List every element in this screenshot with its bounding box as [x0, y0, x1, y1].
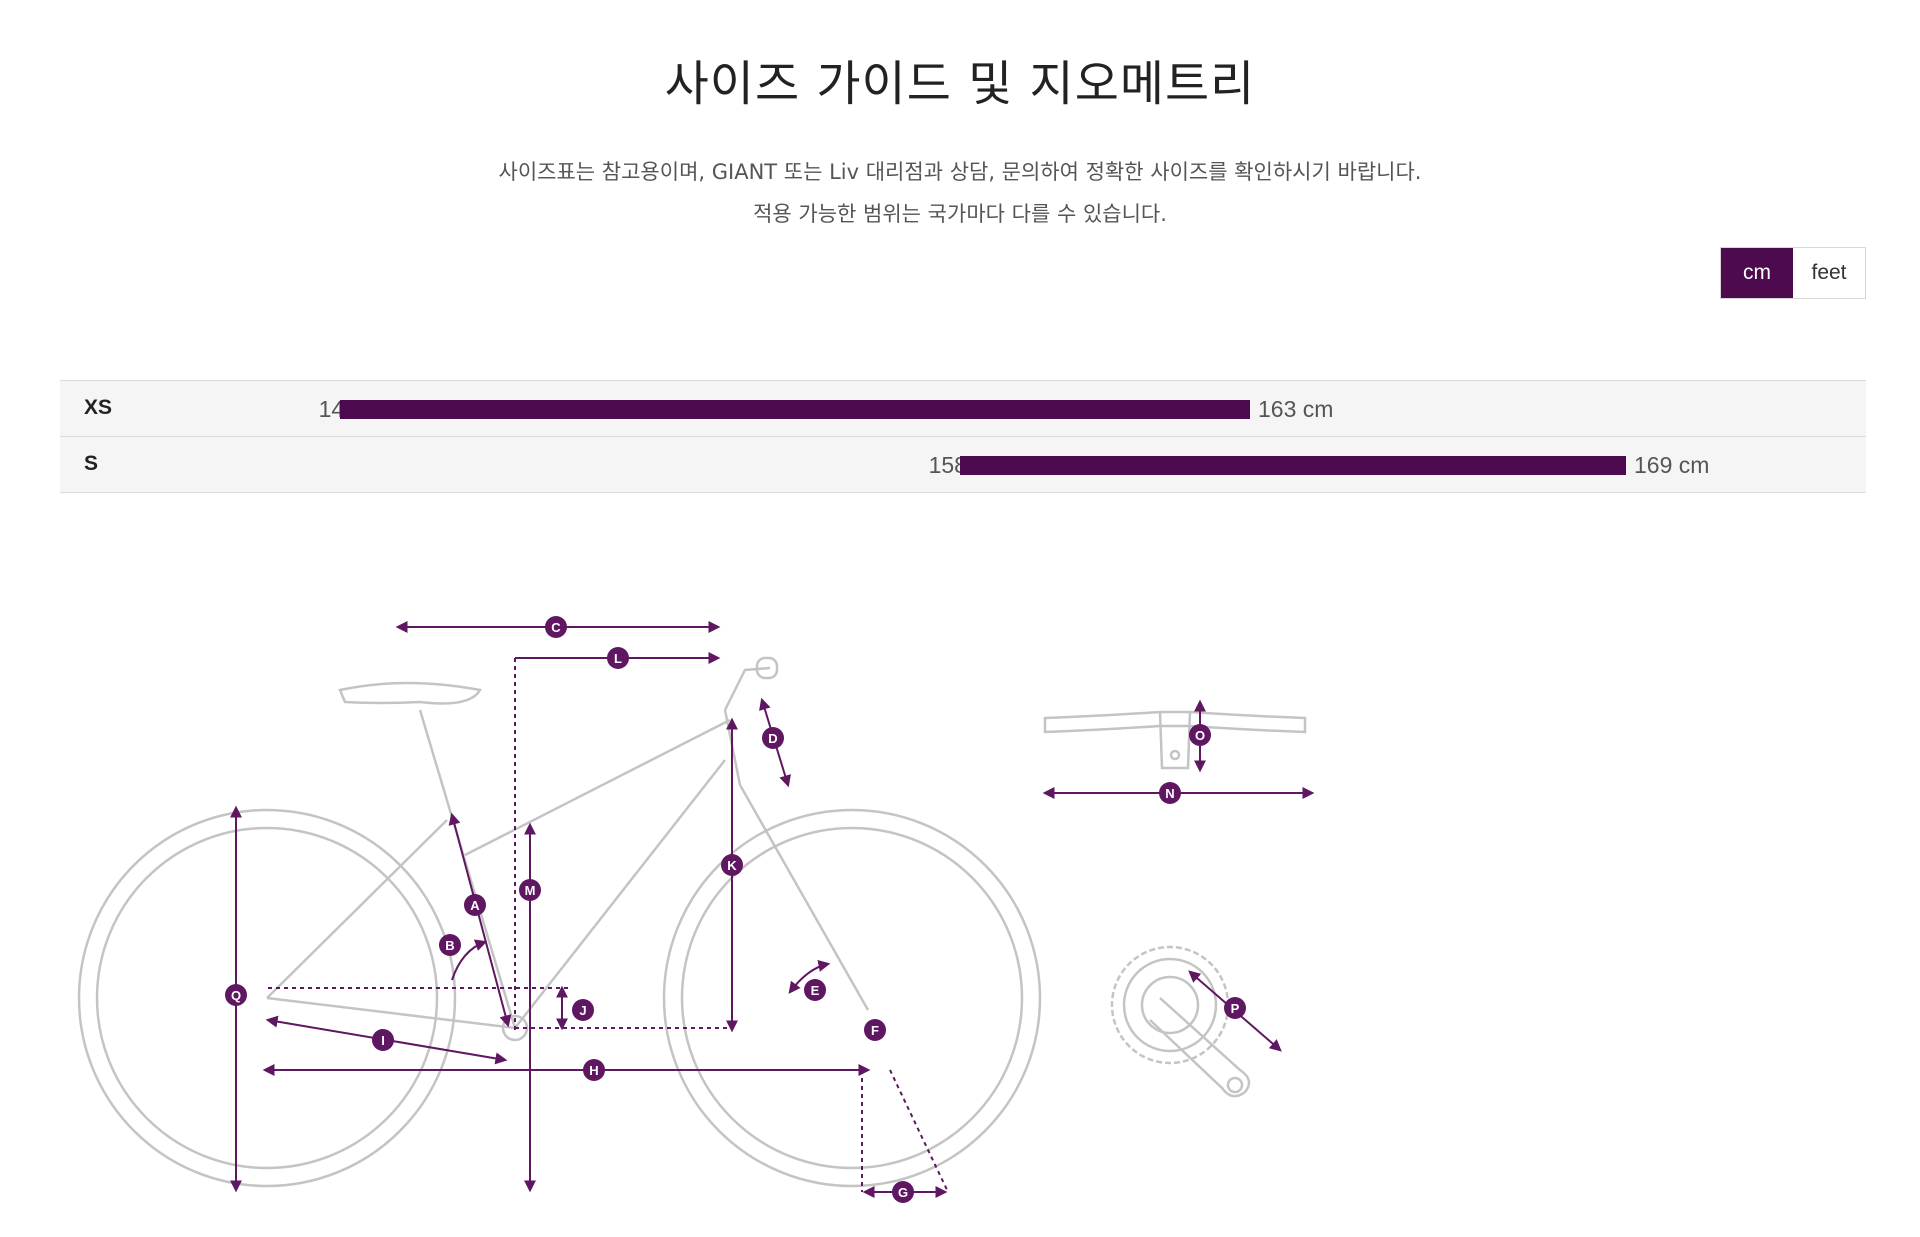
svg-text:Q: Q: [231, 988, 241, 1003]
marker-i: I: [372, 1029, 394, 1051]
description-line-1: 사이즈표는 참고용이며, GIANT 또는 Liv 대리점과 상담, 문의하여 …: [498, 160, 1422, 184]
size-chart: XS 148 cm 163 cm S 158 cm 169 cm: [60, 380, 1866, 493]
svg-text:O: O: [1195, 728, 1205, 743]
svg-text:N: N: [1165, 786, 1174, 801]
svg-text:B: B: [445, 938, 454, 953]
front-wheel: [662, 808, 1042, 1188]
marker-k: K: [721, 854, 743, 876]
marker-l: L: [607, 647, 629, 669]
dimension-lines: [230, 621, 949, 1198]
size-row-xs: XS 148 cm 163 cm: [60, 381, 1866, 437]
marker-m: M: [519, 879, 541, 901]
geometry-markers: C L D M K A B Q E J F I H G O N P: [225, 616, 1246, 1203]
description-line-2: 적용 가능한 범위는 국가마다 다를 수 있습니다.: [753, 202, 1167, 226]
svg-text:J: J: [579, 1003, 586, 1018]
marker-f: F: [864, 1019, 886, 1041]
range-bar: [960, 456, 1626, 475]
rear-wheel-rim: [95, 826, 439, 1170]
range-bar: [340, 400, 1250, 419]
marker-p: P: [1224, 997, 1246, 1019]
svg-text:M: M: [525, 883, 536, 898]
marker-d: D: [762, 727, 784, 749]
marker-g: G: [892, 1181, 914, 1203]
marker-e: E: [804, 979, 826, 1001]
svg-text:P: P: [1231, 1001, 1240, 1016]
svg-text:I: I: [381, 1033, 385, 1048]
marker-n: N: [1159, 782, 1181, 804]
svg-text:A: A: [470, 898, 480, 913]
svg-text:F: F: [871, 1023, 879, 1038]
unit-toggle: cm feet: [1720, 247, 1866, 299]
handlebar-top-view: [1043, 710, 1307, 770]
unit-cm-button[interactable]: cm: [1721, 248, 1793, 298]
range-max-label: 169 cm: [1634, 452, 1710, 478]
size-row-s: S 158 cm 169 cm: [60, 437, 1866, 493]
marker-q: Q: [225, 984, 247, 1006]
size-label: XS: [84, 396, 113, 419]
unit-feet-button[interactable]: feet: [1811, 261, 1847, 284]
svg-text:H: H: [589, 1063, 598, 1078]
handlebar-end: [755, 656, 779, 680]
marker-o: O: [1189, 724, 1211, 746]
seat: [338, 681, 482, 705]
chainstay: [266, 996, 516, 1030]
marker-b: B: [439, 934, 461, 956]
stem: [723, 666, 771, 711]
size-label: S: [84, 452, 99, 475]
marker-j: J: [572, 999, 594, 1021]
bike-illustration: [77, 656, 1042, 1188]
svg-text:L: L: [614, 651, 622, 666]
svg-text:G: G: [898, 1185, 908, 1200]
geometry-diagram: C L D M K A B Q E J F I H G O N P: [77, 616, 1315, 1203]
marker-h: H: [583, 1059, 605, 1081]
marker-a: A: [464, 894, 486, 916]
page-title: 사이즈 가이드 및 지오메트리: [664, 56, 1256, 112]
marker-c: C: [545, 616, 567, 638]
front-wheel-rim: [680, 826, 1024, 1170]
svg-text:C: C: [551, 620, 561, 635]
svg-text:K: K: [727, 858, 737, 873]
seatstay: [266, 819, 448, 999]
svg-text:D: D: [768, 731, 777, 746]
crankset-illustration: [1110, 945, 1251, 1098]
seat-tube: [418, 709, 517, 1029]
svg-text:E: E: [811, 983, 820, 998]
top-tube: [464, 718, 731, 857]
range-max-label: 163 cm: [1258, 396, 1334, 422]
down-tube: [514, 759, 726, 1029]
fork: [738, 784, 870, 1011]
